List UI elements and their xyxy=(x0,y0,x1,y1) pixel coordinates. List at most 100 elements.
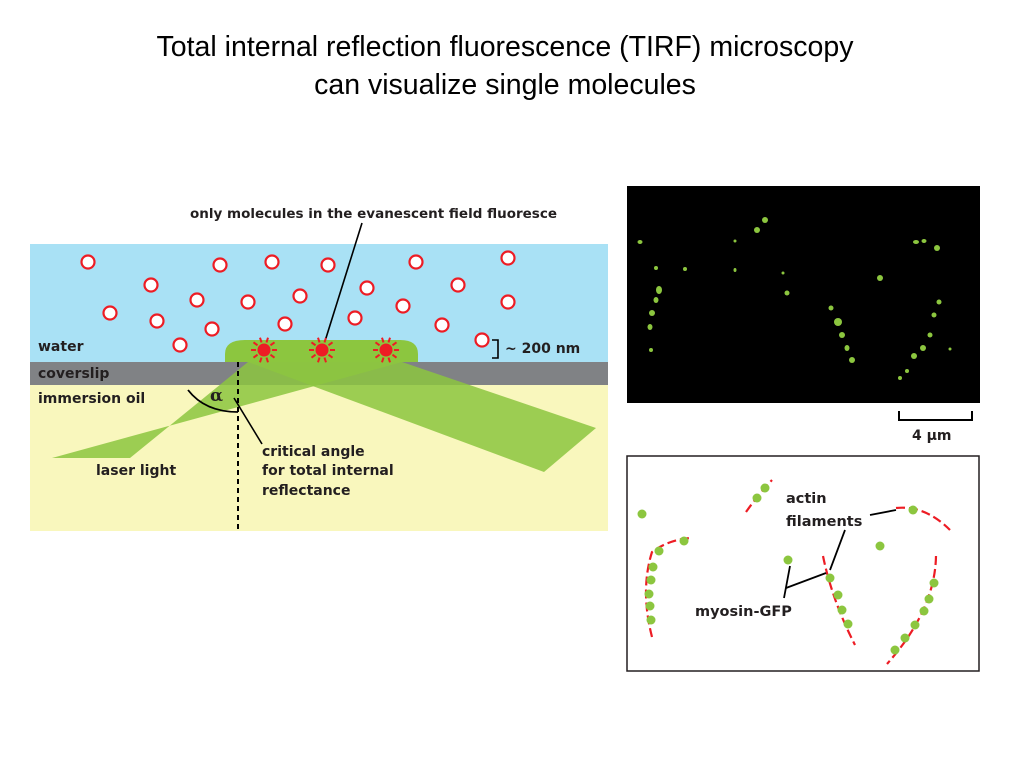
micrograph-background xyxy=(627,186,980,403)
myosin-gfp-molecules xyxy=(637,483,939,655)
myosin-dot xyxy=(924,594,934,604)
emission-ray xyxy=(265,357,269,363)
gfp-spot xyxy=(784,290,790,296)
molecule xyxy=(292,288,308,304)
title-line-2: can visualize single molecules xyxy=(314,69,696,101)
immersion-oil-label: immersion oil xyxy=(38,391,145,407)
gfp-spot xyxy=(654,266,658,270)
molecule xyxy=(143,277,159,293)
fluorescing-molecule xyxy=(251,337,277,363)
critical-angle-leader xyxy=(233,397,263,445)
schematic-frame xyxy=(626,455,980,672)
critical-angle-label-1: critical angle xyxy=(262,444,365,460)
gfp-spot xyxy=(931,312,937,318)
myosin-dot xyxy=(910,620,920,630)
emission-ray xyxy=(317,357,321,363)
emission-ray xyxy=(259,357,263,363)
gfp-spot xyxy=(762,217,768,223)
molecule xyxy=(347,310,363,326)
depth-label: ~ 200 nm xyxy=(505,341,580,357)
emission-ray xyxy=(327,353,334,359)
callout-fluoresce-label: only molecules in the evanescent field f… xyxy=(190,206,557,222)
gfp-spot xyxy=(948,347,952,351)
molecule xyxy=(172,337,188,353)
molecule xyxy=(102,305,118,321)
emission-ray xyxy=(323,357,327,363)
title-line-1: Total internal reflection fluorescence (… xyxy=(156,31,854,63)
tirf-diagram: α on xyxy=(30,206,608,531)
myosin-dot xyxy=(679,536,689,546)
fluorescing-molecules xyxy=(251,337,399,363)
myosin-dot xyxy=(833,590,843,600)
emission-ray xyxy=(387,357,391,363)
emission-ray xyxy=(391,353,398,359)
fluorescing-molecule xyxy=(309,337,335,363)
molecule xyxy=(240,294,256,310)
critical-angle-label-3: reflectance xyxy=(262,483,350,499)
scale-bar-label: 4 μm xyxy=(912,428,952,444)
myosin-dot xyxy=(843,619,853,629)
gfp-spot xyxy=(849,357,855,363)
emission-ray xyxy=(269,353,276,359)
molecule xyxy=(212,257,228,273)
actin-leader xyxy=(829,529,846,571)
actin-label-2: filaments xyxy=(786,514,862,530)
gfp-spot xyxy=(936,299,942,305)
gfp-spot xyxy=(781,271,785,275)
angle-arc xyxy=(187,389,239,413)
gfp-spot xyxy=(877,275,883,281)
gfp-spot xyxy=(733,239,737,243)
alpha-symbol: α xyxy=(210,386,223,406)
molecule xyxy=(189,292,205,308)
emission-ray xyxy=(265,337,269,343)
emission-ray xyxy=(252,341,259,347)
gfp-spots xyxy=(637,217,952,380)
tirf-micrograph: 4 μm xyxy=(627,186,980,444)
callout-line-fluoresce xyxy=(325,222,363,339)
emission-ray xyxy=(381,357,385,363)
unexcited-molecules xyxy=(80,250,516,353)
gfp-spot xyxy=(828,305,834,311)
molecule xyxy=(277,316,293,332)
myosin-dot xyxy=(760,483,770,493)
myosin-dot xyxy=(648,562,658,572)
actin-filament xyxy=(821,555,856,646)
myosin-dot xyxy=(646,575,656,585)
emission-ray xyxy=(323,337,327,343)
gfp-spot xyxy=(834,318,842,326)
myosin-dot xyxy=(890,645,900,655)
emission-ray xyxy=(374,341,381,347)
myosin-leader xyxy=(785,572,827,589)
emission-ray xyxy=(310,353,317,359)
gfp-spot xyxy=(913,240,919,244)
molecule xyxy=(264,254,280,270)
gfp-spot xyxy=(911,353,917,359)
molecule xyxy=(149,313,165,329)
myosin-dot xyxy=(900,633,910,643)
myosin-dot xyxy=(908,505,918,515)
molecule xyxy=(80,254,96,270)
actin-leader xyxy=(869,509,897,516)
gfp-spot xyxy=(839,332,845,338)
reflected-laser-beam xyxy=(248,362,596,472)
myosin-leader xyxy=(783,565,791,599)
gfp-spot xyxy=(844,345,850,351)
myosin-dot xyxy=(929,578,939,588)
molecule xyxy=(204,321,220,337)
myosin-dot xyxy=(875,541,885,551)
schematic-leaders xyxy=(783,509,897,599)
myosin-dot xyxy=(919,606,929,616)
molecule xyxy=(450,277,466,293)
myosin-gfp-label: myosin-GFP xyxy=(695,604,792,620)
molecule xyxy=(408,254,424,270)
myosin-dot xyxy=(644,589,654,599)
molecule xyxy=(434,317,450,333)
slide-title: Total internal reflection fluorescence (… xyxy=(0,28,1010,104)
myosin-dot xyxy=(825,573,835,583)
emission-ray xyxy=(259,337,263,343)
molecule xyxy=(500,250,516,266)
emission-ray xyxy=(374,353,381,359)
emission-ray xyxy=(381,337,385,343)
myosin-dot xyxy=(637,509,647,519)
